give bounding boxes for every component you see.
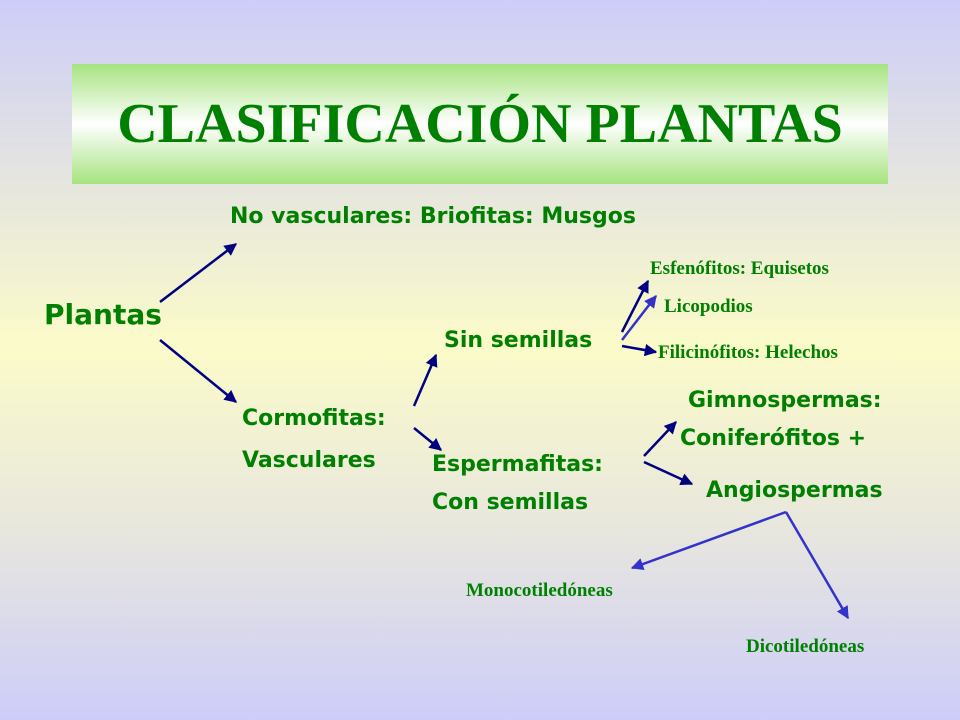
- node-filicinofitos: Filicinófitos: Helechos: [658, 342, 838, 363]
- arrow-cormofitas-sinsemillas: [412, 353, 438, 407]
- node-esfenofitos: Esfenófitos: Equisetos: [650, 258, 829, 279]
- arrow-espermafitas-gimnospermas: [643, 421, 677, 457]
- node-gimnospermas-line1: Gimnospermas:: [688, 388, 882, 413]
- node-cormofitas-line1: Cormofitas:: [242, 406, 386, 431]
- node-sin-semillas: Sin semillas: [444, 328, 593, 353]
- arrow-sinsemillas-esfenofitos: [620, 279, 650, 333]
- arrow-plantas-cormofitas: [159, 339, 237, 403]
- node-monocotiledoneas: Monocotiledóneas: [466, 580, 613, 601]
- arrow-angiospermas-dicotiledoneas: [784, 511, 850, 620]
- node-cormofitas-line2: Vasculares: [242, 448, 376, 473]
- node-espermafitas-line2: Con semillas: [432, 490, 589, 515]
- arrow-sinsemillas-licopodios: [621, 295, 657, 341]
- node-espermafitas-line1: Espermafitas:: [432, 452, 603, 477]
- arrow-angiospermas-monocotiledoneas: [630, 510, 787, 571]
- node-licopodios: Licopodios: [664, 296, 753, 317]
- arrow-sinsemillas-filicinofitos: [621, 343, 658, 357]
- node-plantas: Plantas: [44, 298, 162, 331]
- page-title: CLASIFICACIÓN PLANTAS: [117, 93, 843, 155]
- arrow-plantas-novasculares: [159, 243, 237, 303]
- node-angiospermas: Angiospermas: [706, 478, 883, 503]
- arrow-cormofitas-espermafitas: [413, 427, 442, 451]
- title-banner: CLASIFICACIÓN PLANTAS: [72, 64, 888, 184]
- node-gimnospermas-line2: Coniferófitos +: [680, 426, 867, 451]
- arrow-espermafitas-angiospermas: [643, 460, 694, 486]
- node-dicotiledoneas: Dicotiledóneas: [746, 636, 865, 657]
- node-no-vasculares: No vasculares: Briofitas: Musgos: [230, 204, 636, 229]
